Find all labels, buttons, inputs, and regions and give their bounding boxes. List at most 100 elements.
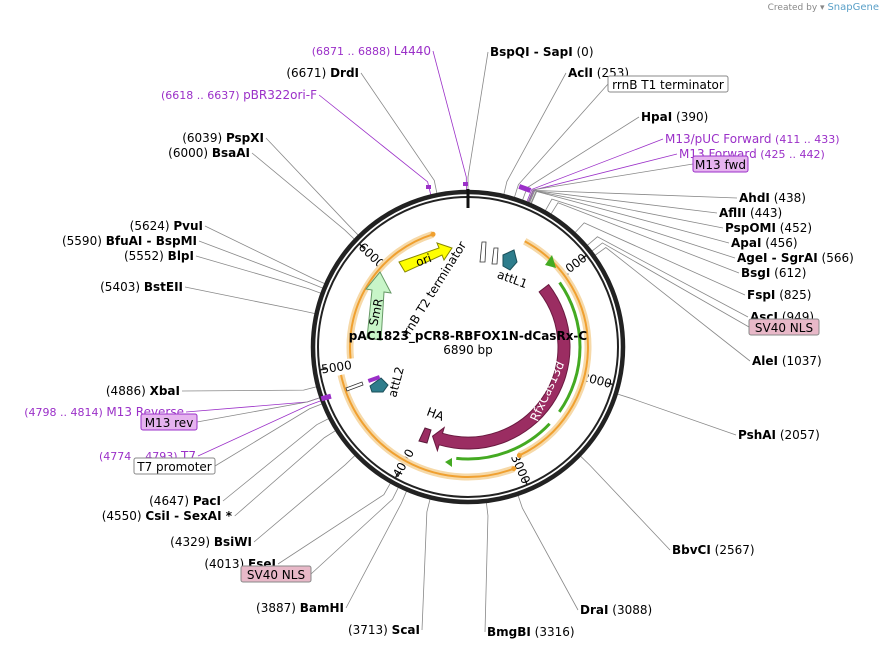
site-label[interactable]: BsgI (612)	[741, 266, 806, 280]
site-name: PvuI	[173, 219, 203, 233]
leader-line	[517, 495, 579, 611]
site-position: (825)	[775, 288, 811, 302]
orf-arc	[340, 374, 515, 478]
feature-box-label[interactable]: rrnB T1 terminator	[612, 78, 724, 92]
site-position: (2567)	[711, 543, 755, 557]
site-name: BfuAI - BspMI	[106, 234, 197, 248]
site-label[interactable]: FspI (825)	[747, 288, 812, 302]
attl2-feature[interactable]	[369, 377, 389, 393]
site-label[interactable]: (4329) BsiWI	[170, 535, 252, 549]
m13-fwd-site-mark	[518, 184, 532, 193]
feature-box-label[interactable]: M13 rev	[145, 416, 194, 430]
site-position: (4886)	[106, 384, 150, 398]
site-label[interactable]: (5590) BfuAI - BspMI	[62, 234, 197, 248]
leader-line	[195, 255, 321, 294]
site-position: (3713)	[348, 623, 392, 637]
primer-range: (4798 .. 4814)	[24, 406, 106, 419]
site-label[interactable]: PshAI (2057)	[738, 428, 820, 442]
site-label[interactable]: BspQI - SapI (0)	[490, 45, 594, 59]
primer-range: (411 .. 433)	[772, 133, 840, 146]
leader-line	[198, 240, 323, 289]
smr-label: SmR	[366, 297, 385, 327]
site-name: BsaAI	[212, 146, 250, 160]
m13-rev-backbone-mark	[320, 393, 332, 402]
orf-arrow-head	[430, 231, 436, 237]
site-label[interactable]: PspOMI (452)	[725, 221, 812, 235]
ha-feature[interactable]	[418, 427, 432, 444]
site-label[interactable]: (4550) CsiI - SexAI *	[102, 509, 233, 523]
site-name: AhdI	[739, 191, 770, 205]
leader-line	[318, 94, 432, 195]
rfxcas13d-label: RfxCas13d	[527, 359, 567, 423]
leader-line	[545, 198, 736, 259]
site-label[interactable]: (6000) BsaAI	[168, 146, 250, 160]
site-position: (4550)	[102, 509, 146, 523]
site-label[interactable]: (6671) DrdI	[286, 66, 359, 80]
site-label[interactable]: (6039) PspXI	[182, 131, 264, 145]
leader-line	[527, 163, 694, 203]
site-position: (5624)	[130, 219, 174, 233]
green-arrow-head-upper	[545, 255, 556, 268]
ori-feature[interactable]	[398, 242, 453, 273]
terminator-small-1	[479, 241, 487, 263]
leader-line	[360, 72, 438, 194]
orf-arc	[518, 240, 589, 457]
leader-line	[591, 242, 750, 328]
pbr322ori-site-mark	[426, 185, 431, 189]
plasmid-name: pAC1823_pCR8-RBFOX1N-dCasRx-C	[349, 329, 588, 344]
leader-line	[277, 483, 391, 565]
site-label[interactable]: (3887) BamHI	[256, 601, 344, 615]
feature-box-label[interactable]: M13 fwd	[695, 158, 746, 172]
site-label[interactable]: (5624) PvuI	[130, 219, 203, 233]
site-position: (456)	[761, 236, 797, 250]
site-name: BmgBI	[487, 625, 531, 639]
site-name: AgeI - SgrAI	[737, 251, 818, 265]
site-label[interactable]: AhdI (438)	[739, 191, 806, 205]
site-label[interactable]: (3713) ScaI	[348, 623, 420, 637]
site-label[interactable]: AgeI - SgrAI (566)	[737, 251, 854, 265]
site-label[interactable]: (5403) BstEII	[100, 280, 183, 294]
site-label[interactable]: ApaI (456)	[731, 236, 798, 250]
primer-label[interactable]: (6618 .. 6637) pBR322ori-F	[161, 88, 317, 102]
primer-name: M13/pUC Forward	[665, 132, 772, 146]
feature-box	[240, 565, 312, 583]
site-label[interactable]: BbvCI (2567)	[672, 543, 755, 557]
created-by-snapgene: Created by ▾ SnapGene	[767, 2, 879, 13]
attl1-feature[interactable]	[502, 249, 518, 271]
feature-box-label[interactable]: T7 promoter	[136, 460, 212, 474]
primer-label[interactable]: (6871 .. 6888) L4440	[312, 44, 431, 58]
plasmid-size: 6890 bp	[443, 343, 493, 357]
leader-line	[310, 487, 399, 575]
site-position: (5552)	[124, 249, 168, 263]
site-label[interactable]: (4886) XbaI	[106, 384, 180, 398]
leader-line	[467, 51, 489, 190]
feature-box	[748, 318, 820, 336]
site-name: PspXI	[226, 131, 264, 145]
smr-feature[interactable]	[365, 271, 392, 341]
site-name: AleI	[752, 354, 778, 368]
feature-box-label[interactable]: SV40 NLS	[755, 321, 813, 335]
leader-line	[181, 386, 317, 392]
site-label[interactable]: AleI (1037)	[752, 354, 822, 368]
leader-line	[251, 152, 355, 240]
tick-4000	[394, 471, 400, 479]
site-label[interactable]: AflII (443)	[719, 206, 782, 220]
rfxcas13d-feature[interactable]	[431, 283, 571, 453]
leader-line	[580, 456, 671, 551]
site-labels: BspQI - SapI (0)AclI (253)HpaI (390)AhdI…	[62, 45, 854, 639]
primer-range: (425 .. 442)	[757, 148, 825, 161]
feature-box-label[interactable]: SV40 NLS	[247, 568, 305, 582]
leader-line	[222, 418, 329, 502]
feature-box	[692, 155, 749, 173]
site-label[interactable]: (5552) BlpI	[124, 249, 194, 263]
site-name: HpaI	[641, 110, 672, 124]
site-label[interactable]: DraI (3088)	[580, 603, 652, 617]
site-label[interactable]: HpaI (390)	[641, 110, 708, 124]
primer-label[interactable]: M13/pUC Forward (411 .. 433)	[665, 132, 840, 146]
orf-arcs	[337, 230, 592, 481]
site-label[interactable]: (4647) PacI	[149, 494, 221, 508]
site-label[interactable]: BmgBI (3316)	[487, 625, 575, 639]
site-name: FspI	[747, 288, 775, 302]
leader-line	[531, 191, 730, 244]
green-arc-lower	[456, 422, 551, 461]
